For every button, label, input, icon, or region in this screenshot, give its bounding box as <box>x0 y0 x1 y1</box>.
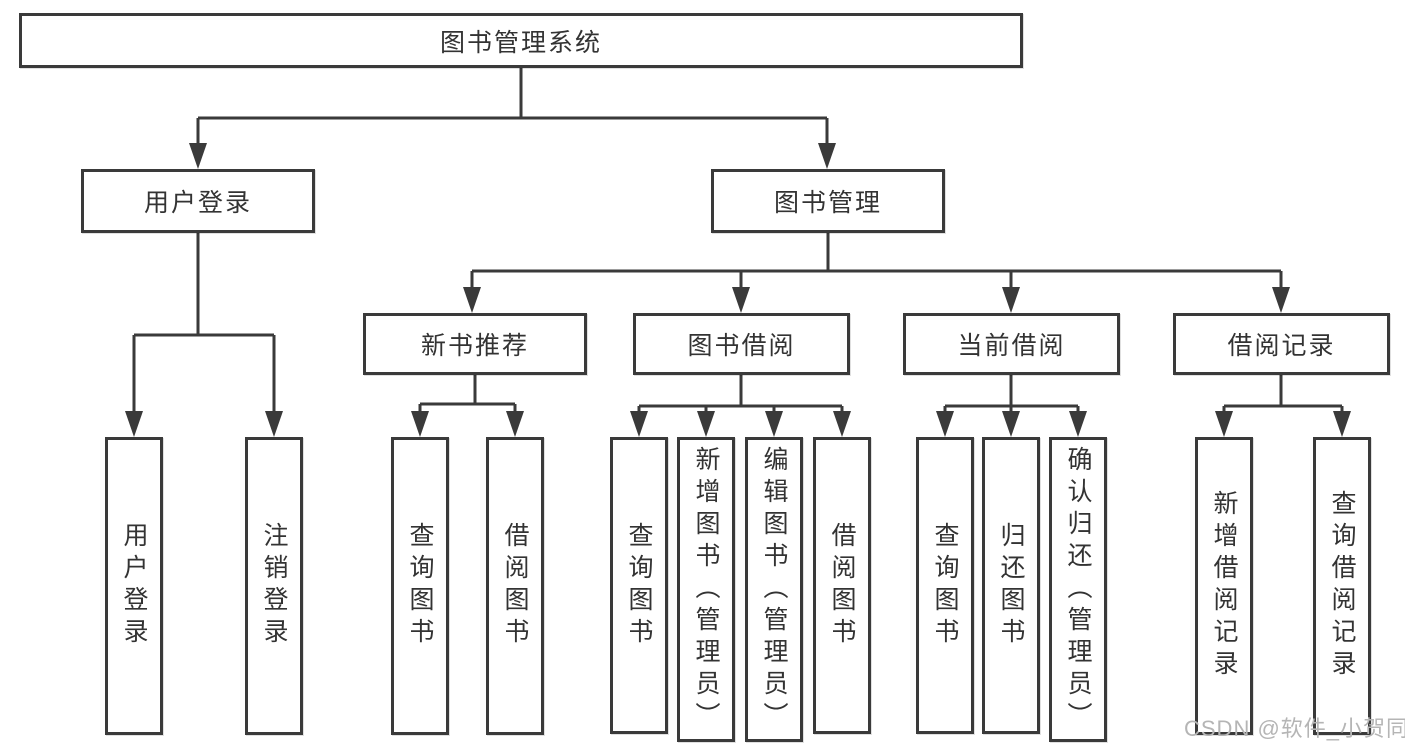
node-label: 注销登录 <box>260 522 288 650</box>
node-label: 用户登录 <box>120 522 148 650</box>
node-label: 图书管理 <box>773 189 882 217</box>
leaf-query-books-borrowing: 查询图书 <box>610 437 668 734</box>
leaf-add-borrow-record: 新增借阅记录 <box>1195 437 1253 735</box>
node-label: 借阅图书 <box>501 522 529 650</box>
leaf-user-login: 用户登录 <box>105 437 163 735</box>
node-user-login: 用户登录 <box>81 169 315 233</box>
node-label: 借阅图书 <box>828 521 856 650</box>
node-label: 查询借阅记录 <box>1328 490 1356 682</box>
leaf-borrow-books-recommend: 借阅图书 <box>486 437 544 735</box>
node-label: 当前借阅 <box>957 332 1066 360</box>
leaf-return-books: 归还图书 <box>982 437 1040 734</box>
node-label: 新增借阅记录 <box>1210 490 1238 682</box>
node-label: 确认归还（管理员） <box>1064 445 1092 734</box>
node-label: 归还图书 <box>997 521 1025 650</box>
node-new-book-recommendation: 新书推荐 <box>363 313 587 375</box>
node-label: 查询图书 <box>931 521 959 650</box>
leaf-edit-books-admin: 编辑图书（管理员） <box>745 437 803 742</box>
node-label: 用户登录 <box>143 189 252 217</box>
node-label: 编辑图书（管理员） <box>760 445 788 734</box>
csdn-watermark: CSDN @软件_小贺同学 <box>1184 716 1405 741</box>
node-book-management: 图书管理 <box>711 169 945 233</box>
node-label: 图书管理系统 <box>439 28 602 57</box>
leaf-query-books-recommend: 查询图书 <box>391 437 449 735</box>
node-borrowing-records: 借阅记录 <box>1173 313 1390 375</box>
leaf-query-borrow-record: 查询借阅记录 <box>1313 437 1371 735</box>
node-label: 查询图书 <box>625 521 653 650</box>
leaf-confirm-return-admin: 确认归还（管理员） <box>1049 437 1107 742</box>
leaf-add-books-admin: 新增图书（管理员） <box>677 437 735 742</box>
node-label: 查询图书 <box>406 522 434 650</box>
node-label: 新增图书（管理员） <box>692 445 720 734</box>
node-label: 新书推荐 <box>420 332 529 360</box>
leaf-logout: 注销登录 <box>245 437 303 735</box>
node-book-borrowing: 图书借阅 <box>633 313 850 375</box>
node-library-management-system: 图书管理系统 <box>19 13 1023 68</box>
node-current-borrowing: 当前借阅 <box>903 313 1120 375</box>
node-label: 图书借阅 <box>687 332 796 360</box>
arrow-down-icons <box>125 143 1351 437</box>
leaf-borrow-books-borrowing: 借阅图书 <box>813 437 871 734</box>
tree-edges <box>132 68 1344 433</box>
node-label: 借阅记录 <box>1227 332 1336 360</box>
leaf-query-books-current: 查询图书 <box>916 437 974 734</box>
